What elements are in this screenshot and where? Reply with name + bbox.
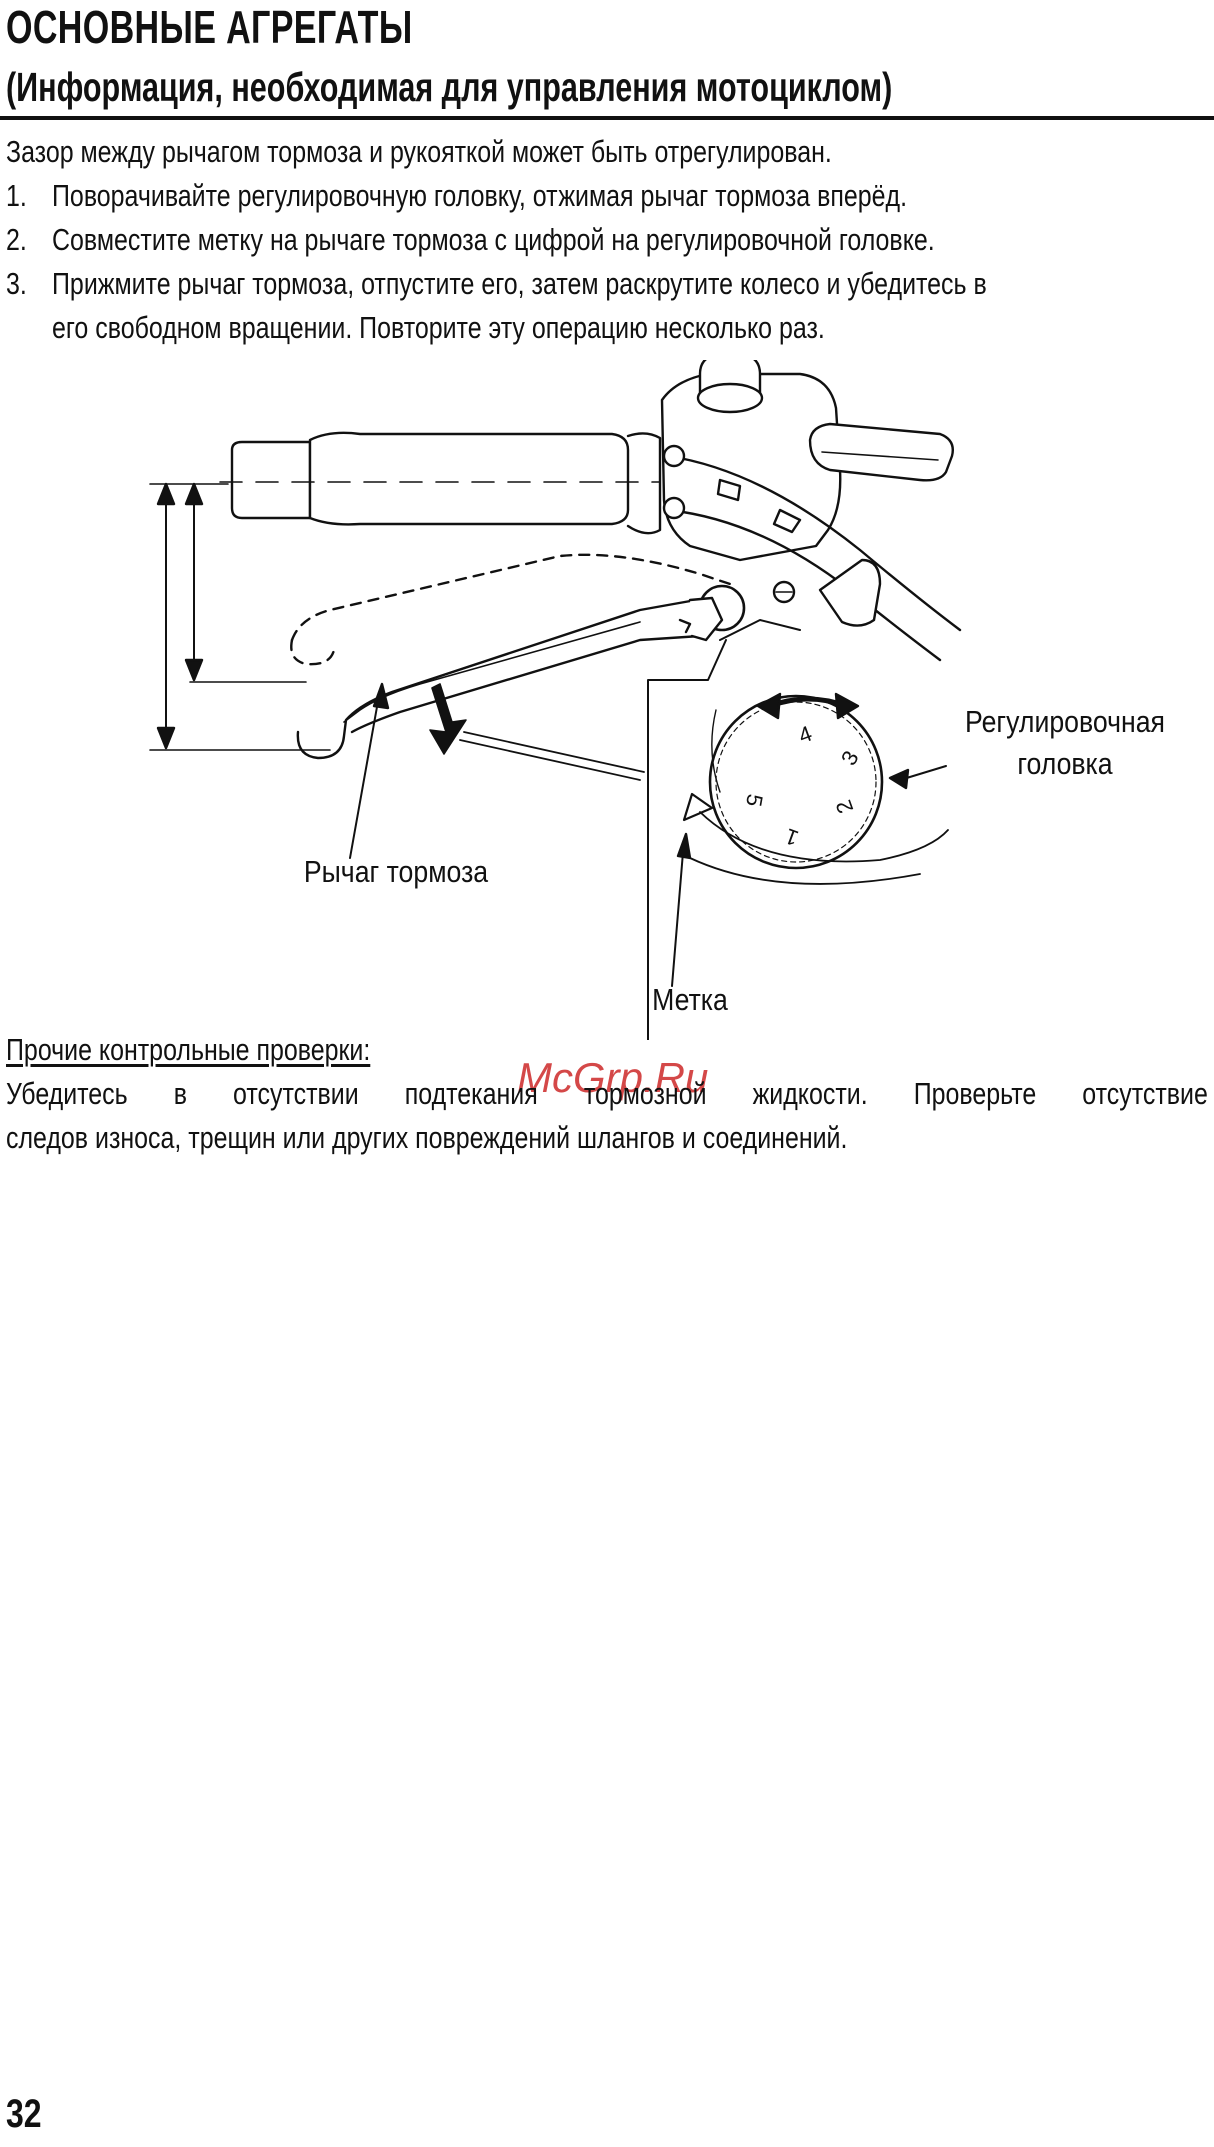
page-number: 32 (6, 2092, 42, 2136)
paragraph-line-text: Убедитесь в отсутствии подтекания тормоз… (6, 1076, 1208, 1111)
callout-lever: Рычаг тормоза (303, 854, 489, 889)
watermark: McGrp.Ru (517, 1054, 709, 1101)
leader-lever (349, 689, 381, 859)
callout-mark: Метка (652, 982, 728, 1017)
callout-adjuster-line2: головка (1017, 746, 1113, 781)
step-number: 1. (6, 178, 27, 213)
lever-dashed (290, 553, 732, 642)
header-rule (0, 116, 1214, 120)
step-number: 2. (6, 222, 27, 257)
step-text: Совместите метку на рычаге тормоза с циф… (52, 222, 935, 257)
section-heading: Прочие контрольные проверки: (6, 1032, 371, 1067)
callout-adjuster-line1: Регулировочная (964, 704, 1165, 739)
page-title: ОСНОВНЫЕ АГРЕГАТЫ (6, 1, 413, 53)
paragraph-line: Убедитесь в отсутствии подтекания тормоз… (6, 1076, 1208, 1112)
page-subtitle: (Информация, необходимая для управления … (6, 64, 893, 110)
brake-lever (296, 598, 710, 760)
brake-hose (666, 454, 962, 632)
brake-lever-diagram: 1 2 3 4 5 (149, 360, 962, 1040)
paragraph-line: следов износа, трещин или других поврежд… (6, 1120, 1208, 1156)
mirror-mount (808, 422, 954, 482)
step-number: 3. (6, 266, 27, 301)
leader-mark (671, 839, 685, 987)
mark-triangle-icon (682, 792, 714, 822)
inset-frame (647, 639, 727, 1040)
dial-number: 5 (741, 792, 768, 808)
grip-collar (626, 432, 662, 535)
step-text: Поворачивайте регулировочную головку, от… (52, 178, 908, 213)
intro-text: Зазор между рычагом тормоза и рукояткой … (6, 134, 832, 169)
grip (308, 431, 630, 526)
step-text: Прижмите рычаг тормоза, отпустите его, з… (52, 266, 987, 301)
grip-end (230, 440, 312, 520)
adjuster-dial (708, 694, 884, 870)
paragraph-line-text: следов износа, трещин или других поврежд… (6, 1120, 848, 1155)
push-arrow-icon (429, 683, 467, 755)
step-text: его свободном вращении. Повторите эту оп… (52, 310, 825, 345)
